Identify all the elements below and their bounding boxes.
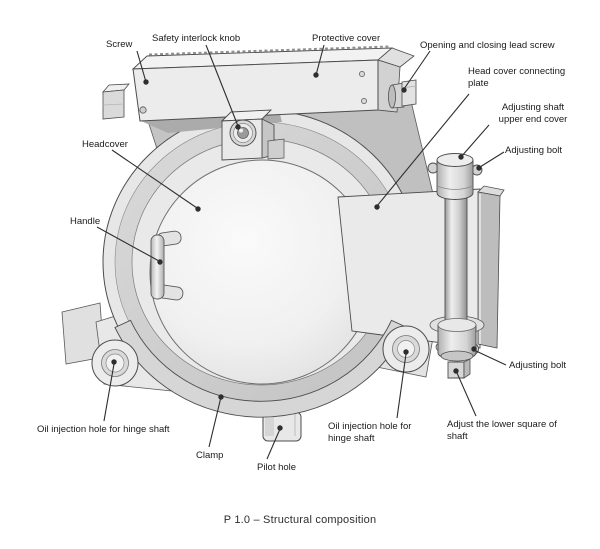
label-head-cover-connecting-plate: Head cover connecting plate xyxy=(468,66,566,89)
headcover-disc xyxy=(149,159,375,385)
head-cover-connecting-plate xyxy=(337,185,505,349)
upper-end-cover-top xyxy=(436,153,474,167)
adjusting-bolt-upper-left xyxy=(427,162,439,174)
leader-lead-screw xyxy=(403,50,431,90)
leader-oil-right xyxy=(396,353,407,419)
label-adjust-lower-square-of-shaft: Adjust the lower square of shaft xyxy=(447,419,557,442)
leader-lines xyxy=(96,44,507,460)
leader-pilot-hole xyxy=(266,428,281,460)
leader-lower-square xyxy=(456,372,477,417)
label-headcover: Headcover xyxy=(82,139,128,150)
label-oil-injection-hole-right: Oil injection hole for hinge shaft xyxy=(328,421,412,444)
label-adjusting-shaft-upper-end-cover: Adjusting shaft upper end cover xyxy=(498,102,568,125)
label-handle: Handle xyxy=(70,216,101,227)
hinge-lug-right xyxy=(382,325,430,373)
leader-connecting-plate xyxy=(376,93,470,207)
label-opening-closing-lead-screw: Opening and closing lead screw xyxy=(420,40,555,51)
leader-headcover xyxy=(111,149,198,209)
screw-head xyxy=(361,98,367,104)
leader-handle xyxy=(96,226,160,262)
leader-oil-left xyxy=(103,363,115,422)
leader-screw xyxy=(136,50,147,83)
label-clamp: Clamp xyxy=(196,450,224,461)
label-oil-injection-hole-left: Oil injection hole for hinge shaft xyxy=(37,424,170,435)
screw-end-left xyxy=(102,83,130,120)
leader-clamp xyxy=(208,396,222,448)
leader-safety-knob xyxy=(205,44,239,127)
leader-protective-cover xyxy=(315,44,325,76)
adjusting-shaft xyxy=(444,189,468,331)
upper-end-cover-body xyxy=(436,159,474,200)
figure-caption: P 1.0 – Structural composition xyxy=(223,514,377,526)
leader-upper-end-cover xyxy=(460,124,490,158)
handle xyxy=(150,230,184,301)
label-adjusting-bolt-lower: Adjusting bolt xyxy=(509,360,567,371)
leader-dots xyxy=(111,72,482,431)
lower-boss-top xyxy=(437,318,477,332)
label-pilot-hole: Pilot hole xyxy=(257,462,297,473)
label-protective-cover: Protective cover xyxy=(312,33,381,44)
leader-adjusting-bolt-lower xyxy=(475,350,507,366)
screw-head xyxy=(139,106,147,114)
screw-head xyxy=(359,71,365,77)
label-screw: Screw xyxy=(106,39,133,50)
label-adjusting-bolt-upper: Adjusting bolt xyxy=(505,145,563,156)
label-safety-interlock-knob: Safety interlock knob xyxy=(152,33,241,44)
adjusting-shaft-assembly xyxy=(427,153,485,379)
leader-adjusting-bolt-upper xyxy=(479,151,505,168)
